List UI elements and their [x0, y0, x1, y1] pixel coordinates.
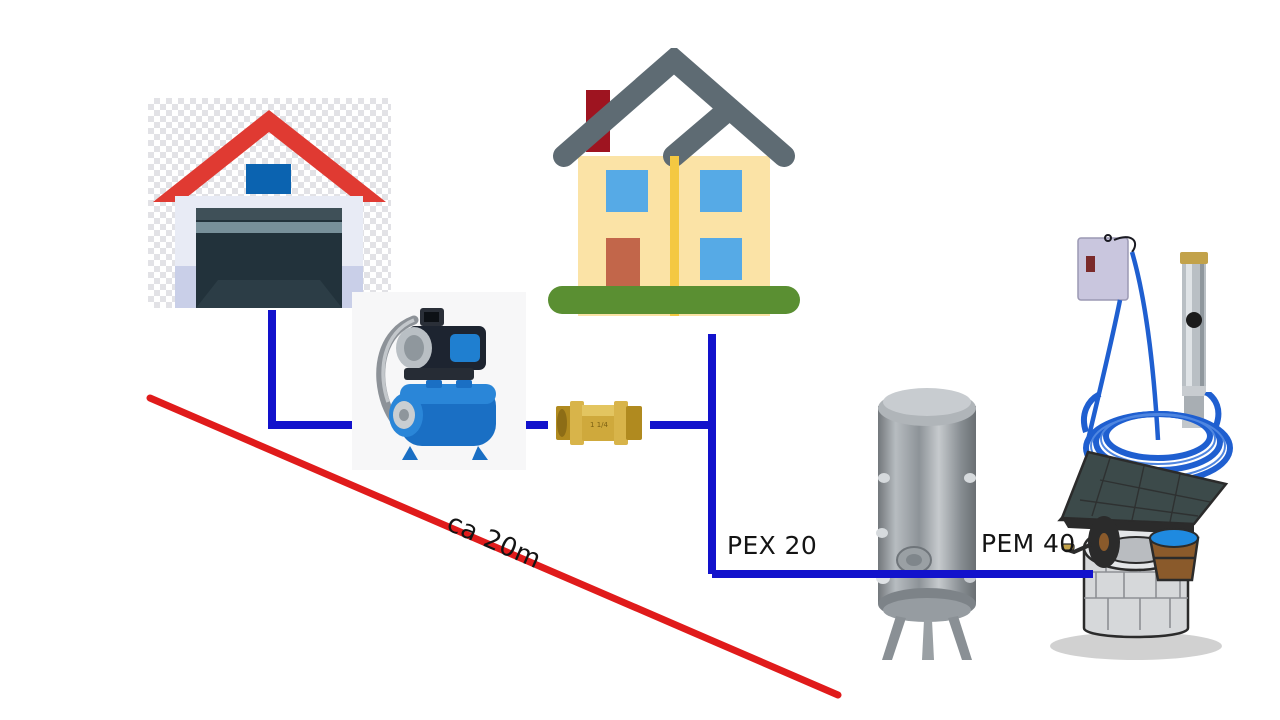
booster-pump-image — [352, 292, 526, 470]
garage-image — [148, 98, 391, 308]
pex-label: PEX 20 — [724, 530, 821, 561]
pem-label: PEM 40 — [981, 529, 1076, 558]
well-image — [1040, 440, 1240, 660]
pipe-garage-drop — [268, 310, 352, 429]
check-valve-image: 1 1/4 — [554, 392, 644, 454]
house-image — [548, 48, 800, 316]
house-icon — [548, 48, 800, 316]
valve-icon: 1 1/4 — [556, 401, 642, 445]
garage-icon — [153, 110, 386, 308]
well-icon — [1050, 450, 1229, 660]
svg-text:1 1/4: 1 1/4 — [590, 421, 608, 429]
pump-icon — [352, 292, 526, 470]
